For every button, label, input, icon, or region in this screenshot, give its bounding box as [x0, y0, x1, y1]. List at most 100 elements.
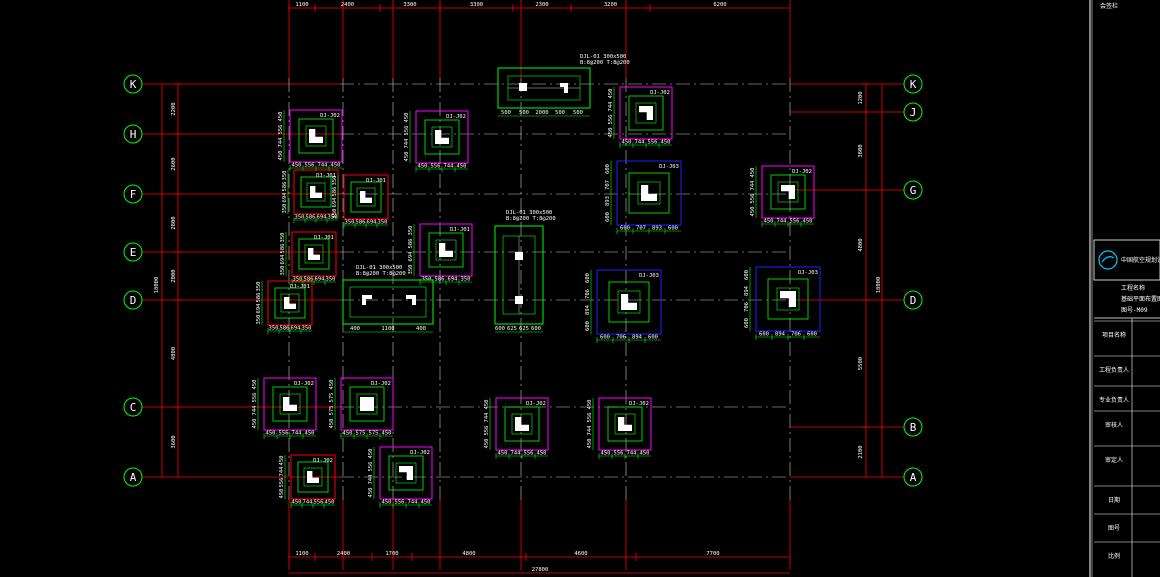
footing-dim-text: 894	[744, 285, 750, 296]
footing-dim-text: 694	[448, 277, 459, 283]
footing-dim-text: 744	[278, 137, 284, 148]
footing-dim-text: 600	[600, 335, 610, 341]
footing-dim-text: 450	[750, 168, 756, 178]
footing-dim-text: 600	[668, 226, 678, 232]
footing-dim-text: 707	[605, 180, 611, 190]
footing-dim-text: 450	[252, 419, 258, 429]
footing-dim-text: 556	[524, 451, 534, 457]
footing-dim-text: 744	[279, 466, 285, 477]
footing-dim-text: 450	[622, 140, 632, 146]
column-collar	[280, 293, 300, 313]
axis-bubble-circle	[123, 397, 143, 417]
footing-dim-text: 600	[744, 270, 750, 280]
column-section	[362, 295, 372, 305]
footing-dim-text: 744	[404, 138, 410, 149]
footing-outline	[419, 223, 473, 277]
footing-dim-text: 556	[608, 115, 614, 125]
column-collar	[637, 181, 661, 205]
footing-label: DJ-J03	[798, 270, 818, 276]
footing-dim-text: 450	[421, 500, 431, 506]
footing-dim-text: 600	[807, 332, 817, 338]
footing-dim-text: 350	[345, 220, 355, 226]
footing-step	[607, 406, 643, 442]
footing-dim-text: 450	[404, 113, 410, 123]
footing-dim-text: 625	[507, 326, 517, 332]
footing-dim-text: 350	[378, 220, 388, 226]
axis-bubble-circle	[123, 74, 143, 94]
footing-outline	[495, 397, 549, 451]
axis-bubble-right: J	[903, 102, 923, 122]
footing-dim-text: 600	[648, 335, 658, 341]
footing-dim-text: 694	[291, 326, 302, 332]
footing-label: DJ-J02	[650, 90, 670, 96]
footing-outline	[263, 377, 317, 431]
column-section	[284, 297, 296, 309]
left-dimension-text: 4800	[171, 347, 177, 360]
footing-dim-text: 744	[484, 412, 490, 423]
footing-dim-text: 556	[404, 126, 410, 136]
title-block-row-label: 图号	[1108, 525, 1120, 532]
footing-dim-text: 350	[256, 315, 262, 325]
company-logo-swoosh	[1101, 256, 1115, 263]
right-dimension-text: 2100	[858, 445, 864, 458]
footing-dim-text: 450	[382, 431, 392, 437]
footing-dim-text: 450	[368, 488, 374, 498]
combined-footing-outline	[342, 279, 434, 325]
footing-dim-text: 450	[278, 151, 284, 161]
footing-dim-text: 350	[269, 326, 279, 332]
footing-outline	[290, 454, 336, 500]
footing-dim-text: 350	[282, 171, 288, 181]
footing-label: DJ-J02	[792, 169, 812, 175]
left-dimension-text: 2000	[171, 269, 177, 282]
footing-dim-text: 450	[278, 112, 284, 122]
footing-dim-text: 556	[750, 194, 756, 204]
column-section	[618, 417, 632, 431]
footing-dim-text: 586	[306, 215, 316, 221]
footing-dim-text: 450	[368, 449, 374, 459]
footing-dim-text: 744	[627, 451, 638, 457]
footing-step	[428, 232, 464, 268]
axis-bubble-circle	[123, 290, 143, 310]
footing-dim-text: 450	[252, 380, 258, 390]
footing-outline	[616, 160, 682, 226]
column-collar	[356, 187, 376, 207]
footing-dim-text: 894	[632, 335, 643, 341]
footing-dim-text: 600	[605, 164, 611, 174]
footing-dim-text: 600	[744, 318, 750, 328]
footing-dim-text: 450	[279, 489, 285, 499]
footing-outline	[289, 109, 343, 163]
axis-bubble-left: C	[123, 397, 143, 417]
axis-bubble-left: A	[123, 467, 143, 487]
footing-dim-text: 600	[759, 332, 769, 338]
column-collar	[776, 287, 800, 311]
title-block-logo-box	[1093, 239, 1160, 281]
footing-dim-text: 450	[404, 152, 410, 162]
footing-dim-text: 600	[585, 273, 591, 283]
footing-dim-text: 586	[280, 244, 286, 254]
axis-bubble-circle	[903, 74, 923, 94]
axis-bubble-right: K	[903, 74, 923, 94]
title-block-row-label: 工程负责人	[1099, 366, 1129, 374]
company-logo-icon	[1098, 250, 1118, 270]
column-section	[399, 466, 413, 480]
combined-footing-note: DJL-01 300x500	[356, 265, 402, 271]
footing-dim-text: 450	[803, 219, 813, 225]
footing-label: DJ-J02	[446, 114, 466, 120]
column-collar	[617, 290, 641, 314]
column-collar	[431, 126, 453, 148]
column-collar	[356, 393, 378, 415]
footing-dim-text: 350	[461, 277, 471, 283]
column-section	[360, 191, 372, 203]
axis-bubble-circle	[123, 242, 143, 262]
axis-bubble-label: C	[130, 401, 137, 414]
